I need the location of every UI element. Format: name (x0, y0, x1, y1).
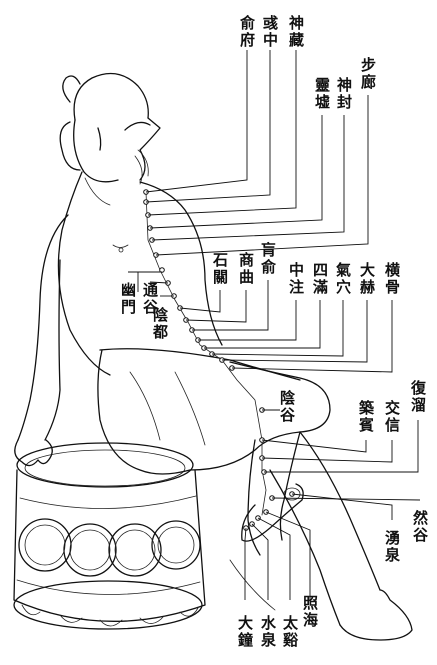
label-jiaoxin: 交信 (385, 399, 400, 434)
label-zhongzhu: 中注 (289, 261, 304, 296)
seated-figure (15, 74, 412, 641)
label-shuiquan: 水泉 (260, 614, 277, 649)
label-zhubin: 築賓 (358, 399, 375, 434)
label-shencang: 神藏 (289, 14, 304, 49)
label-bulang: 步廊 (361, 56, 376, 91)
label-fuliu: 復溜 (410, 379, 427, 414)
label-taixi: 太谿 (282, 614, 299, 649)
label-siman: 四滿 (313, 261, 328, 296)
label-lingxu: 靈墟 (315, 76, 330, 111)
label-yuzhong: 彧中 (263, 14, 278, 49)
label-shufu: 俞府 (239, 14, 256, 49)
label-dazhong: 大鐘 (238, 614, 253, 649)
label-yingu: 陰谷 (280, 389, 296, 424)
label-zhaohai: 照海 (303, 594, 318, 629)
label-yongquan: 湧泉 (384, 529, 401, 564)
label-shenfeng: 神封 (337, 76, 352, 111)
leader-lines (128, 50, 420, 600)
label-yindu: 陰都 (152, 306, 169, 341)
label-henggu: 横骨 (385, 261, 401, 296)
label-huangshu: 肓俞 (260, 241, 277, 276)
label-youmen: 幽門 (121, 281, 136, 316)
woven-stool (14, 443, 205, 629)
label-shangqu: 商曲 (239, 251, 254, 286)
label-rangu: 然谷 (413, 509, 429, 544)
label-shiguan: 石關 (212, 251, 228, 286)
label-qixue: 氣穴 (336, 261, 351, 296)
label-dahe: 大赫 (360, 261, 375, 296)
point-labels: 俞府 彧中 神藏 靈墟 神封 步廊 石關 商曲 肓俞 中注 四滿 氣穴 大赫 横… (121, 14, 429, 649)
